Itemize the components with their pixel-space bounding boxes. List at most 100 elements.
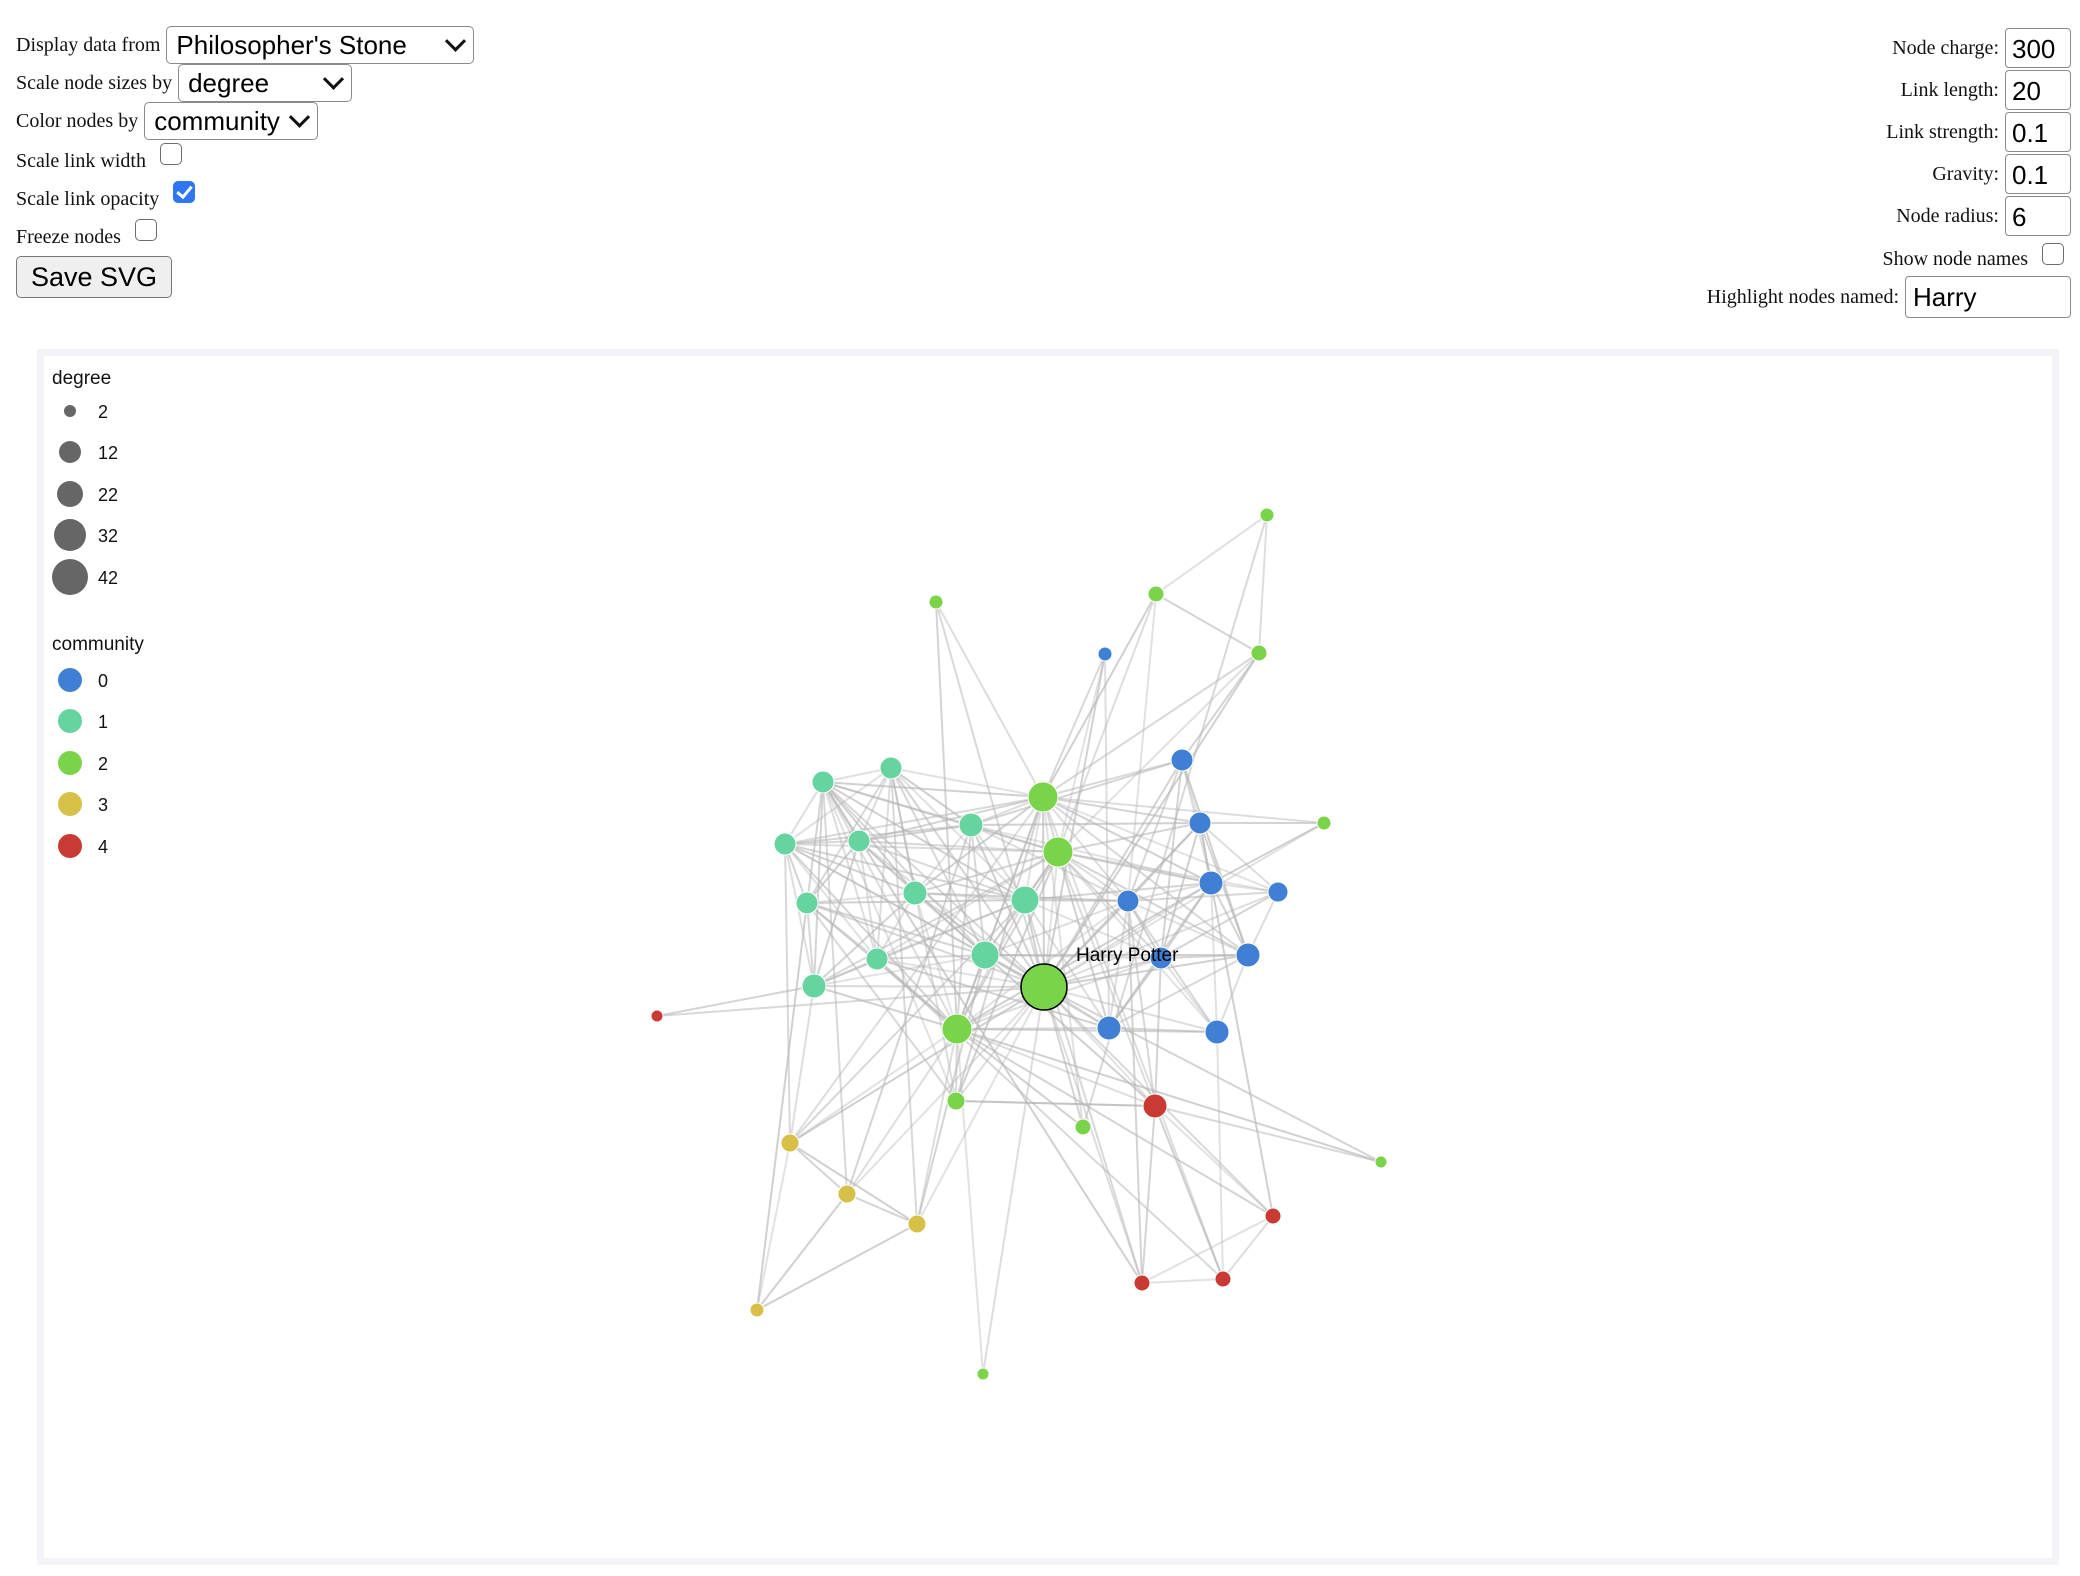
graph-node[interactable] (847, 829, 871, 853)
graph-link (1042, 593, 1157, 798)
gravity-input[interactable]: 0.1 (2005, 154, 2071, 194)
graph-node[interactable] (749, 1302, 765, 1318)
graph-node[interactable] (1042, 836, 1074, 868)
link-length-label: Link length: (1900, 78, 1999, 101)
graph-node[interactable] (811, 770, 835, 794)
graph-link (784, 843, 1026, 901)
graph-node[interactable] (1149, 946, 1173, 970)
graph-link (876, 958, 1110, 1029)
graph-node[interactable] (907, 1214, 927, 1234)
graph-node[interactable] (650, 1009, 664, 1023)
show-node-names-row: Show node names (1882, 242, 2064, 271)
graph-node[interactable] (1010, 885, 1040, 915)
graph-node[interactable] (1142, 1093, 1168, 1119)
graph-node[interactable] (1198, 870, 1224, 896)
graph-link (956, 824, 972, 1030)
graph-node[interactable] (837, 1184, 857, 1204)
graph-link (1042, 796, 1325, 824)
graph-node[interactable] (773, 832, 797, 856)
right-controls: Node charge: 300 Link length: 20 Link st… (1380, 0, 2080, 330)
highlight-nodes-row: Highlight nodes named: Harry (1707, 276, 2071, 318)
graph-link (955, 986, 1045, 1102)
graph-node[interactable] (1250, 644, 1268, 662)
legend-color-label: 4 (98, 837, 108, 857)
graph-link (914, 892, 986, 956)
graph-node[interactable] (1316, 815, 1332, 831)
save-svg-button[interactable]: Save SVG (16, 256, 172, 298)
graph-node[interactable] (795, 891, 819, 915)
show-node-names-checkbox[interactable] (2042, 242, 2064, 265)
legend-color-label: 3 (98, 795, 108, 815)
graph-link (890, 767, 972, 826)
graph-node[interactable] (801, 973, 827, 999)
graph-link (1127, 882, 1212, 902)
graph-link (822, 781, 1026, 901)
graph-node-highlighted[interactable] (1020, 963, 1068, 1011)
graph-link (756, 1223, 918, 1311)
graph-node[interactable] (902, 880, 928, 906)
graph-link (1042, 652, 1260, 798)
graph-node[interactable] (1133, 1274, 1151, 1292)
graph-link (858, 840, 1026, 901)
graph-link (982, 986, 1045, 1375)
graph-node[interactable] (780, 1133, 800, 1153)
graph-node[interactable] (928, 594, 944, 610)
color-nodes-select[interactable]: community (144, 102, 319, 140)
graph-node[interactable] (1235, 942, 1261, 968)
graph-node[interactable] (1027, 781, 1059, 813)
graph-node[interactable] (1264, 1207, 1282, 1225)
graph-link (1024, 796, 1044, 901)
graph-node[interactable] (958, 812, 984, 838)
node-radius-input[interactable]: 6 (2005, 196, 2071, 236)
graph-node[interactable] (976, 1367, 990, 1381)
graph-node[interactable] (1188, 811, 1212, 835)
graph-link (822, 781, 957, 1102)
freeze-nodes-checkbox[interactable] (134, 218, 157, 241)
graph-link (1155, 593, 1260, 654)
graph-link (858, 840, 1059, 853)
scale-node-sizes-select[interactable]: degree (178, 64, 353, 102)
legend-size-dot (52, 559, 88, 595)
graph-node[interactable] (1170, 748, 1194, 772)
graph-link (984, 900, 1129, 956)
node-charge-label: Node charge: (1892, 36, 1999, 59)
graph-node[interactable] (1096, 1015, 1122, 1041)
graph-link (956, 851, 1059, 1030)
graph-link (846, 986, 1045, 1195)
graph-node[interactable] (946, 1091, 966, 1111)
highlight-nodes-input[interactable]: Harry (1905, 276, 2071, 318)
graph-link (890, 767, 1044, 798)
graph-link (914, 824, 972, 894)
graph-node[interactable] (1259, 507, 1275, 523)
display-data-select[interactable]: Philosopher's Stone (166, 26, 475, 64)
graph-node[interactable] (1214, 1270, 1232, 1288)
graph-link (784, 843, 878, 960)
graph-link (756, 1142, 791, 1311)
graph-link (789, 985, 815, 1144)
scale-link-width-label: Scale link width (16, 150, 146, 172)
graph-node[interactable] (1097, 646, 1113, 662)
graph-node[interactable] (865, 947, 889, 971)
legend-size-dot (59, 441, 81, 463)
scale-link-width-checkbox[interactable] (159, 142, 182, 165)
graph-node[interactable] (1147, 585, 1165, 603)
graph-link (914, 796, 1044, 894)
graph-link (1127, 822, 1201, 902)
graph-link (1141, 1278, 1224, 1284)
graph-node[interactable] (1204, 1019, 1230, 1045)
graph-node[interactable] (1074, 1118, 1092, 1136)
graph-node[interactable] (1116, 889, 1140, 913)
graph-node[interactable] (970, 940, 1000, 970)
link-length-input[interactable]: 20 (2005, 70, 2071, 110)
scale-link-opacity-checkbox[interactable] (173, 180, 196, 203)
graph-node[interactable] (879, 756, 903, 780)
node-charge-input[interactable]: 300 (2005, 28, 2071, 68)
graph-node[interactable] (941, 1013, 973, 1045)
graph-link (858, 840, 878, 960)
graph-node[interactable] (1267, 881, 1289, 903)
graph-link (1127, 900, 1249, 956)
graph-node[interactable] (1374, 1155, 1388, 1169)
link-strength-input[interactable]: 0.1 (2005, 112, 2071, 152)
graph-link (970, 824, 1212, 884)
